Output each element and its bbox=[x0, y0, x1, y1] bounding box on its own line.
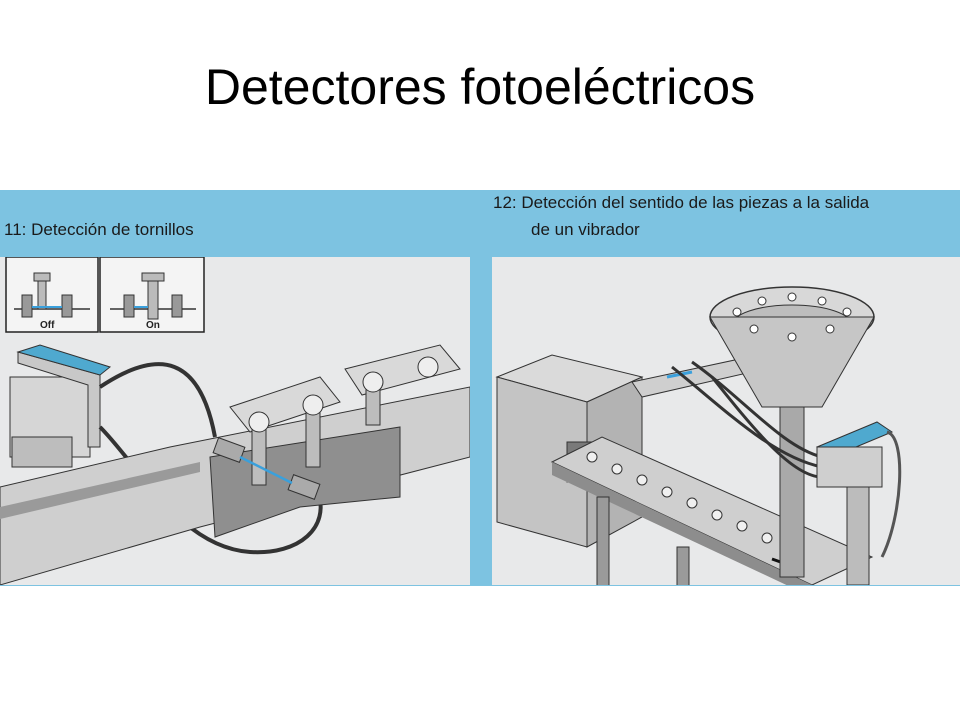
off-label: Off bbox=[40, 320, 55, 331]
vibrator-drawing bbox=[495, 286, 902, 585]
amplifier-unit bbox=[815, 421, 902, 585]
screw-detection-illustration: Off On bbox=[0, 257, 470, 585]
vibratory-bowl bbox=[709, 286, 875, 578]
light-beam bbox=[239, 455, 293, 485]
right-panel-caption-line1: 12: Detección del sentido de las piezas … bbox=[493, 193, 870, 212]
parts-row bbox=[586, 451, 773, 544]
amplifier-unit bbox=[9, 344, 112, 468]
on-label: On bbox=[146, 320, 160, 331]
screw-bracket bbox=[229, 376, 341, 486]
left-panel-caption: 11: Detección de tornillos bbox=[4, 220, 194, 239]
on-state-inset: On bbox=[99, 257, 205, 333]
screw-bracket bbox=[344, 344, 461, 426]
vibrator-orientation-illustration bbox=[492, 257, 960, 585]
slide-title: Detectores fotoeléctricos bbox=[204, 59, 756, 115]
off-state-inset: Off bbox=[5, 257, 99, 333]
right-panel-caption-line2: de un vibrador bbox=[531, 220, 640, 239]
screw-detection-drawing: Off On bbox=[0, 257, 470, 585]
